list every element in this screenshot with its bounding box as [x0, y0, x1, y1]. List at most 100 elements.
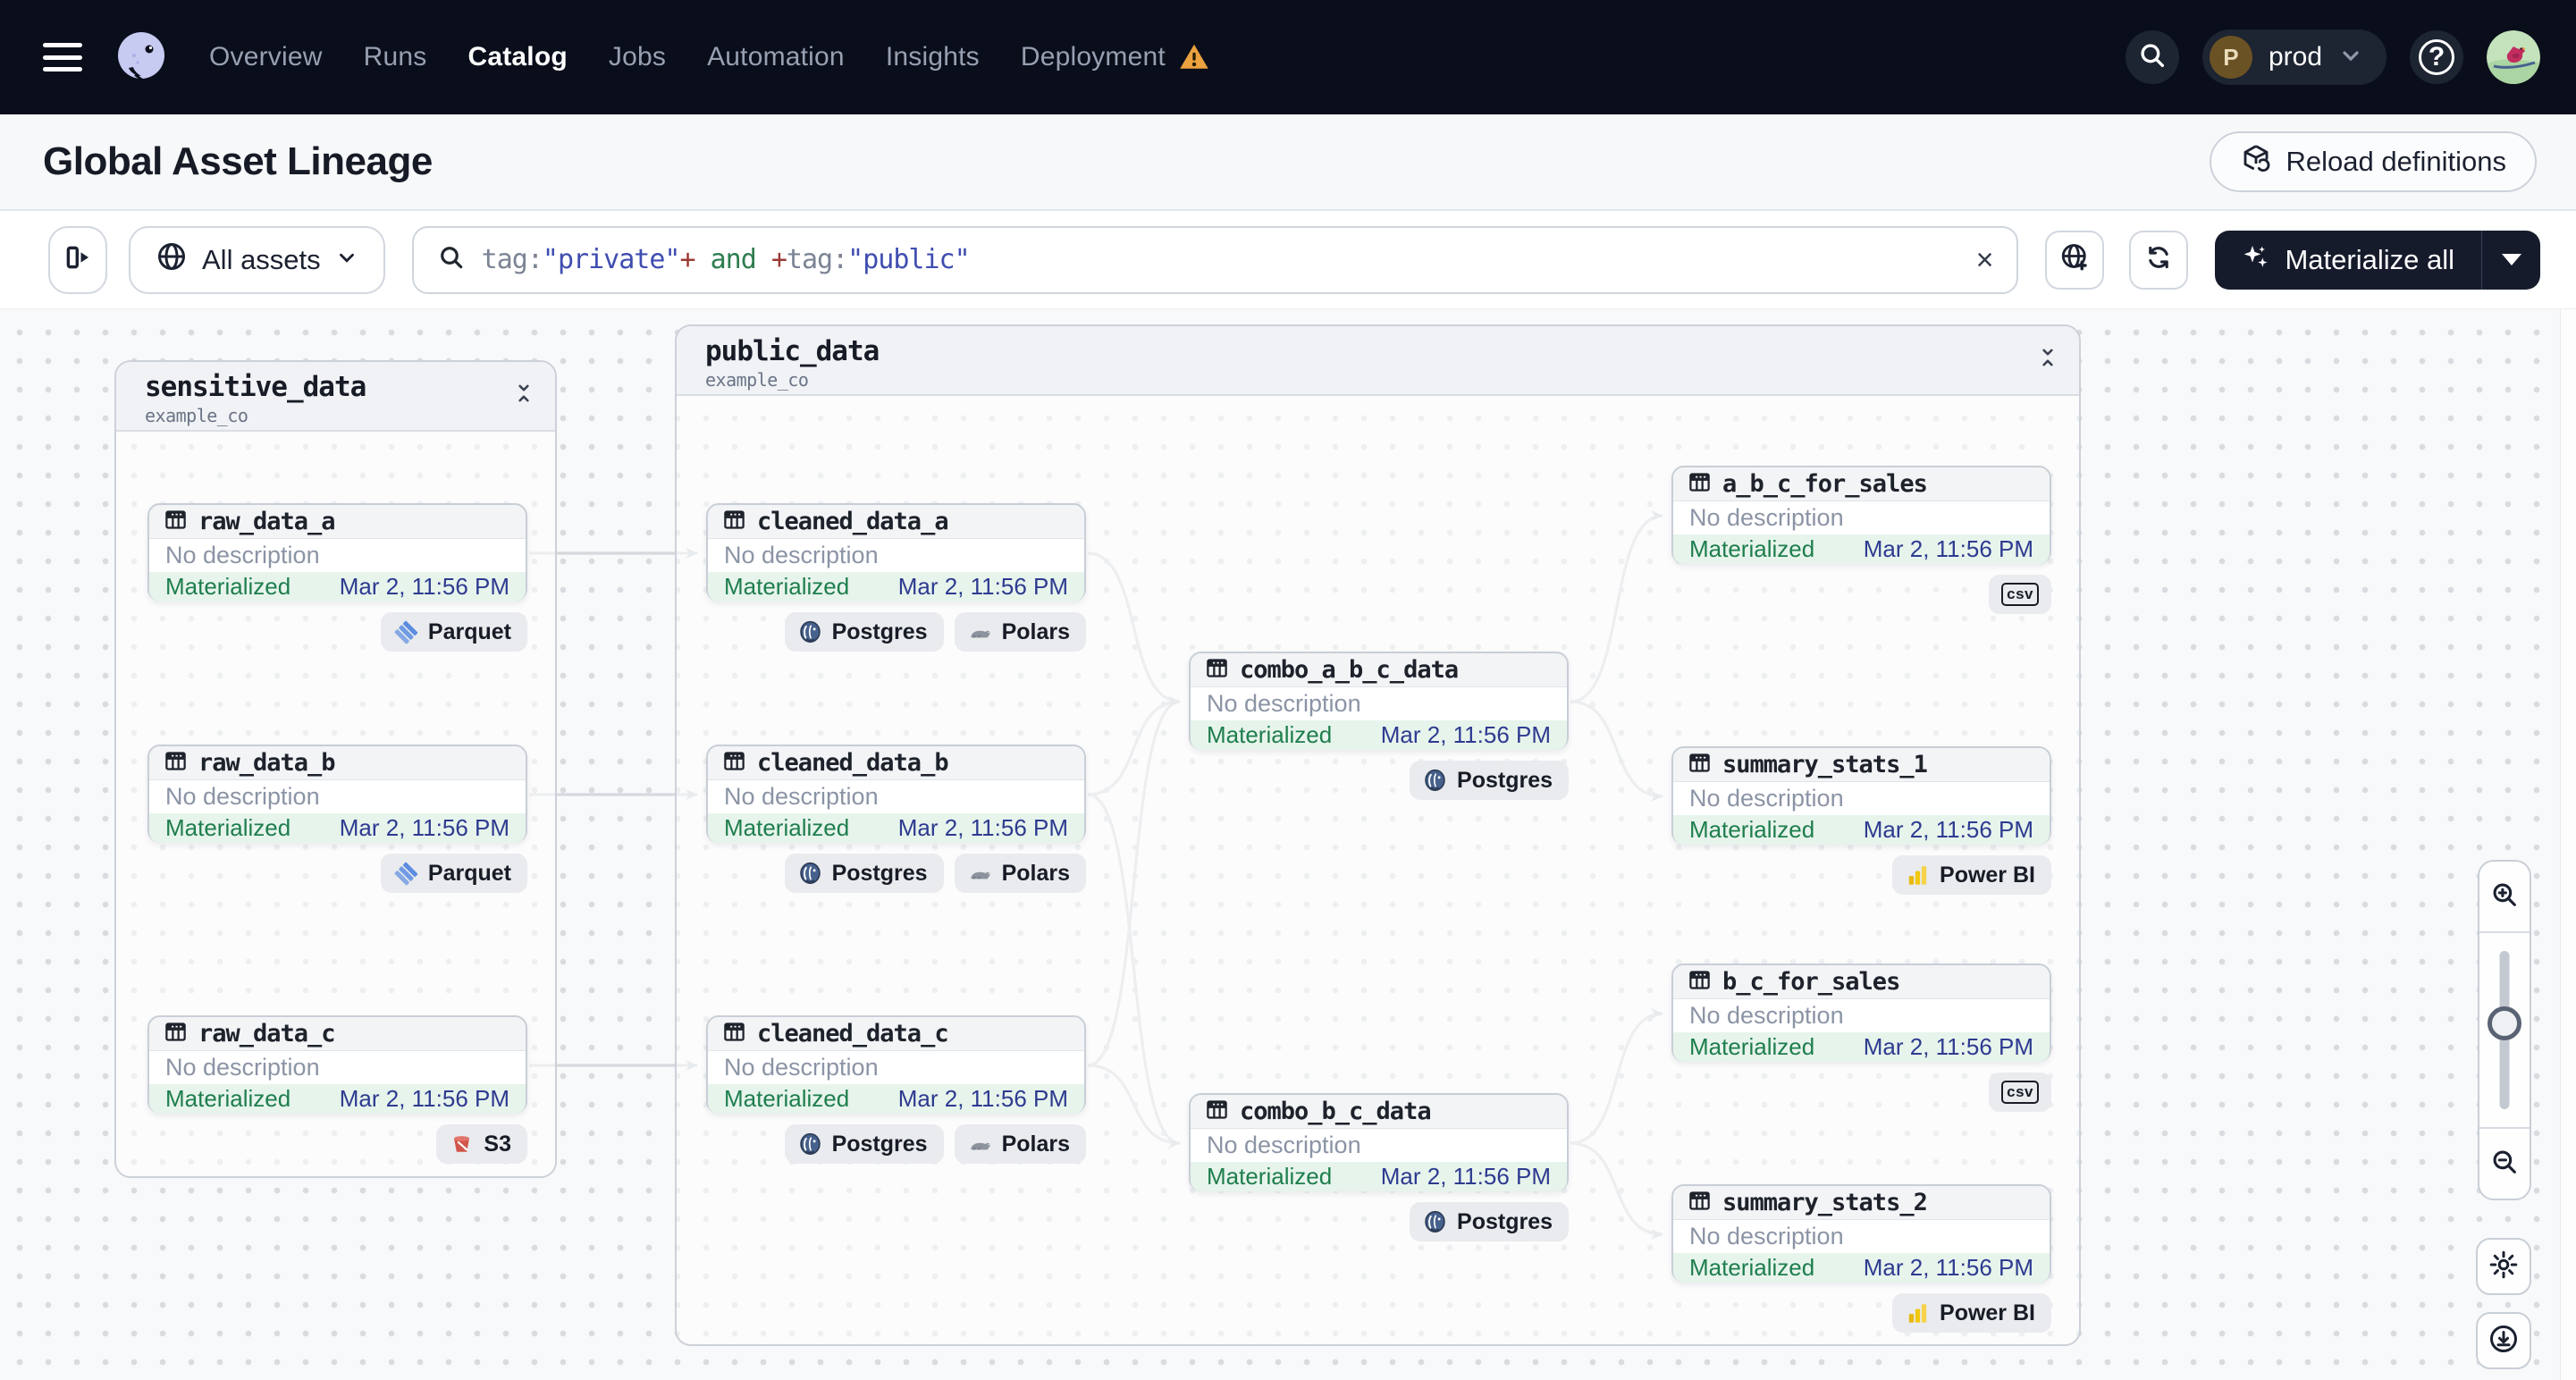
- postgres-icon: [1422, 1209, 1448, 1235]
- asset-scope-label: All assets: [202, 243, 321, 275]
- reload-cube-icon: [2240, 142, 2272, 181]
- asset-node-header: raw_data_a: [149, 505, 526, 539]
- asset-status-row: Materialized Mar 2, 11:56 PM: [149, 1084, 526, 1114]
- asset-node[interactable]: cleaned_data_b No description Materializ…: [706, 745, 1086, 843]
- nav-item-jobs[interactable]: Jobs: [609, 42, 666, 72]
- asset-node-header: summary_stats_2: [1673, 1186, 2050, 1220]
- asset-status-row: Materialized Mar 2, 11:56 PM: [1673, 1032, 2050, 1062]
- asset-tag-row: csv: [1671, 575, 2051, 614]
- nav-item-label: Runs: [363, 42, 427, 72]
- asset-node[interactable]: cleaned_data_a No description Materializ…: [706, 503, 1086, 602]
- asset-node[interactable]: a_b_c_for_sales No description Materiali…: [1671, 466, 2051, 564]
- asset-scope-dropdown[interactable]: All assets: [129, 225, 385, 294]
- materialization-timestamp: Mar 2, 11:56 PM: [1380, 721, 1551, 748]
- asset-description: No description: [1207, 1132, 1361, 1158]
- tag-label: Polars: [1001, 618, 1070, 644]
- materialize-options-button[interactable]: [2481, 230, 2540, 290]
- nav-item-insights[interactable]: Insights: [886, 42, 980, 72]
- nav-item-deployment[interactable]: Deployment: [1021, 41, 1210, 73]
- asset-status-row: Materialized Mar 2, 11:56 PM: [708, 1084, 1084, 1114]
- download-image-button[interactable]: [2476, 1312, 2531, 1369]
- tag-label: Parquet: [427, 618, 511, 644]
- s3-tag: S3: [436, 1124, 527, 1164]
- asset-name: combo_b_c_data: [1240, 1098, 1432, 1125]
- group-header[interactable]: sensitive_data example_co: [116, 362, 555, 432]
- status-badge: Materialized: [165, 1085, 291, 1112]
- status-badge: Materialized: [1207, 721, 1333, 748]
- tag-label: Power BI: [1940, 862, 2035, 888]
- asset-description: No description: [724, 783, 879, 810]
- asset-node[interactable]: raw_data_b No description Materialized M…: [147, 745, 527, 843]
- collapse-group-icon[interactable]: [2036, 346, 2059, 374]
- zoom-in-icon: [2489, 879, 2520, 914]
- reload-definitions-button[interactable]: Reload definitions: [2209, 131, 2537, 192]
- polars-icon: [967, 861, 993, 887]
- nav-item-runs[interactable]: Runs: [364, 42, 427, 72]
- asset-tag-row: S3: [147, 1124, 527, 1164]
- collapse-group-icon[interactable]: [512, 382, 535, 409]
- fetch-remote-assets-button[interactable]: [2045, 230, 2105, 290]
- asset-node[interactable]: summary_stats_1 No description Materiali…: [1671, 746, 2051, 845]
- nav-item-automation[interactable]: Automation: [707, 42, 845, 72]
- zoom-slider[interactable]: [2479, 931, 2530, 1129]
- nav-item-overview[interactable]: Overview: [209, 42, 323, 72]
- asset-node-header: combo_b_c_data: [1191, 1095, 1567, 1129]
- s3-icon: [449, 1132, 475, 1157]
- nav-item-label: Overview: [209, 42, 323, 72]
- chevron-down-icon: [335, 244, 358, 276]
- deployment-switcher[interactable]: P prod: [2201, 29, 2387, 85]
- postgres-tag: Postgres: [784, 1124, 944, 1164]
- tag-label: Polars: [1001, 1131, 1070, 1157]
- asset-node[interactable]: summary_stats_2 No description Materiali…: [1671, 1184, 2051, 1283]
- asset-node[interactable]: b_c_for_sales No description Materialize…: [1671, 963, 2051, 1062]
- asset-tag-row: Postgres Polars: [706, 1124, 1086, 1164]
- zoom-slider-thumb[interactable]: [2488, 1006, 2521, 1041]
- asset-node-header: raw_data_b: [149, 746, 526, 780]
- zoom-out-button[interactable]: [2479, 1129, 2530, 1199]
- zoom-in-button[interactable]: [2479, 862, 2530, 931]
- help-button[interactable]: ?: [2410, 30, 2463, 84]
- deployment-initial-badge: P: [2209, 36, 2252, 79]
- materialize-all-button[interactable]: Materialize all: [2215, 231, 2481, 290]
- csv-tag: csv: [1989, 1073, 2051, 1112]
- asset-node[interactable]: combo_b_c_data No description Materializ…: [1189, 1093, 1569, 1191]
- asset-search-input[interactable]: tag:"private"+ and +tag:"public" ×: [411, 225, 2019, 294]
- asset-node-header: summary_stats_1: [1673, 748, 2050, 782]
- dagster-logo-icon[interactable]: [113, 29, 170, 86]
- asset-description: No description: [165, 783, 320, 810]
- graph-settings-button[interactable]: [2476, 1238, 2531, 1295]
- clear-search-button[interactable]: ×: [1975, 242, 1994, 277]
- materialization-timestamp: Mar 2, 11:56 PM: [1863, 535, 2033, 562]
- asset-name: raw_data_c: [198, 1020, 336, 1048]
- refresh-icon: [2143, 242, 2174, 277]
- asset-description: No description: [1689, 1002, 1844, 1029]
- menu-icon[interactable]: [43, 43, 82, 72]
- table-icon: [164, 1020, 188, 1048]
- tag-label: Power BI: [1940, 1300, 2035, 1325]
- asset-node[interactable]: raw_data_a No description Materialized M…: [147, 503, 527, 602]
- asset-node[interactable]: combo_a_b_c_data No description Material…: [1189, 652, 1569, 750]
- status-badge: Materialized: [165, 573, 291, 600]
- table-icon: [164, 508, 188, 536]
- table-icon: [722, 508, 746, 536]
- refresh-button[interactable]: [2129, 230, 2189, 290]
- tag-label: S3: [484, 1131, 511, 1157]
- lineage-toolbar: All assets tag:"private"+ and +tag:"publ…: [0, 211, 2576, 309]
- asset-tag-row: Parquet: [147, 854, 527, 893]
- global-search-button[interactable]: [2125, 30, 2179, 84]
- open-sidebar-button[interactable]: [48, 225, 107, 294]
- asset-status-row: Materialized Mar 2, 11:56 PM: [708, 572, 1084, 602]
- asset-name: raw_data_a: [198, 508, 336, 535]
- nav-item-catalog[interactable]: Catalog: [467, 42, 567, 72]
- canvas-scrollbar[interactable]: [2560, 309, 2576, 1380]
- group-header[interactable]: public_data example_co: [677, 326, 2079, 396]
- asset-node[interactable]: cleaned_data_c No description Materializ…: [706, 1015, 1086, 1114]
- globe-plus-icon: [2058, 241, 2091, 278]
- asset-node[interactable]: raw_data_c No description Materialized M…: [147, 1015, 527, 1114]
- search-query-text: tag:"private"+ and +tag:"public": [481, 244, 971, 275]
- asset-name: combo_a_b_c_data: [1240, 656, 1459, 684]
- user-avatar[interactable]: [2487, 30, 2540, 84]
